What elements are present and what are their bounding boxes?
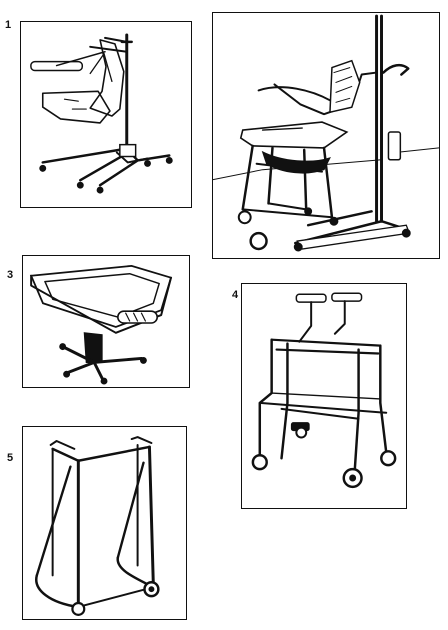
panel-3 — [22, 255, 190, 388]
walking-frame-icon — [35, 436, 160, 616]
panel-5-label: 5 — [7, 452, 14, 464]
bathing-stretcher-icon — [29, 264, 173, 385]
panel-4 — [241, 283, 407, 509]
panel-5 — [22, 426, 187, 620]
panel-3-label: 3 — [7, 269, 14, 281]
panel-1-label: 1 — [5, 19, 12, 31]
patient-lift-icon — [30, 33, 173, 194]
panel-2 — [212, 12, 440, 259]
shower-commode-chair-icon — [213, 14, 439, 252]
forearm-walker-icon — [251, 292, 397, 489]
panel-4-label: 4 — [232, 289, 239, 301]
panel-1 — [20, 21, 192, 208]
